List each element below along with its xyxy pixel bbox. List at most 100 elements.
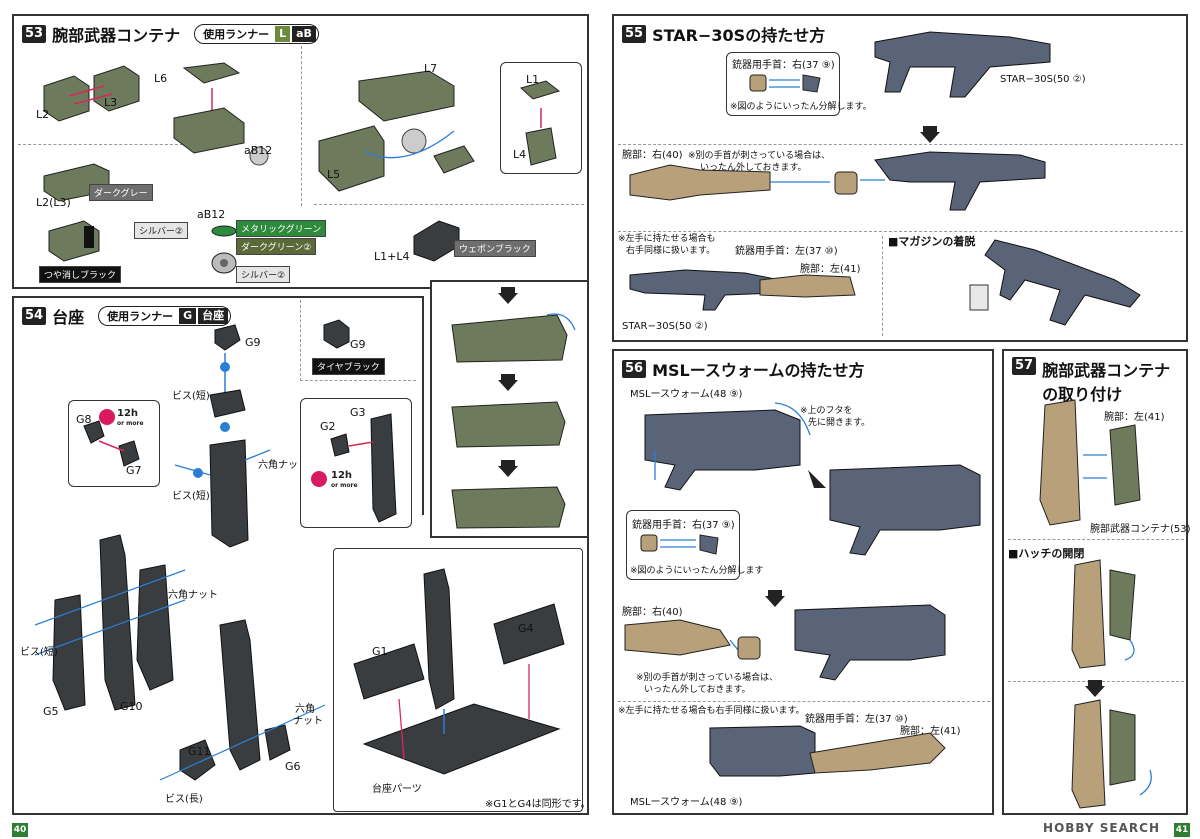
label-arm-left: 腕部：左(41) (800, 264, 861, 275)
label-g8: G8 (76, 413, 92, 426)
hatch-illustration-2 (1071, 699, 1152, 809)
label-msl-hand-right: 銃器用手首：右(37 ⑨) (632, 520, 735, 531)
note-hand-2: いったん外しておきます。 (700, 163, 807, 173)
label-g11: G11 (188, 745, 211, 758)
note-same-shape: ※G1とG4は同形です。 (485, 799, 591, 810)
runner-g: G (179, 308, 197, 324)
step-number: 55 (622, 25, 647, 43)
paint-dark-green: ダークグリーン② (236, 238, 317, 255)
msl-gun-illustration-2 (829, 464, 981, 556)
step-title-line-1: 腕部武器コンテナ (1042, 361, 1171, 380)
label-g9-b: G9 (350, 338, 366, 351)
note-lid-2: 先に開きます。 (808, 418, 871, 428)
clock-1-label: 12h (117, 408, 139, 419)
arm-left-container-illustration (1039, 399, 1141, 526)
hand-right-inset (726, 52, 840, 116)
label-msl-hand-left: 銃器用手首：左(37 ⑩) (805, 714, 908, 725)
runner-l: L (275, 26, 291, 42)
g9-paint-inset (300, 300, 416, 381)
label-screw-short-1: ビス(短) (172, 391, 210, 402)
g11-g6-illustration (159, 619, 326, 781)
hand-icon (640, 534, 719, 555)
step-53-panel: 53 腕部武器コンテナ 使用ランナー L aB (12, 14, 589, 289)
clock-2-label: 12h (331, 470, 353, 481)
note-left-2: 右手同様に扱います。 (626, 246, 716, 256)
container-illustration (451, 313, 576, 363)
runner-box: 使用ランナー G 台座 (98, 306, 232, 326)
label-ab12-b: aB12 (197, 208, 226, 221)
step-number: 53 (22, 25, 47, 43)
label-msl: MSLースウォーム(48 ⑨) (630, 389, 743, 400)
note-msl-hand-2: いったん外しておきます。 (644, 685, 751, 695)
label-star30s-2: STAR−30S(50 ②) (622, 321, 708, 332)
container-illustration (451, 401, 566, 448)
paint-silver-2: シルバー② (236, 266, 291, 283)
label-l4: L4 (513, 148, 527, 161)
step-arrow-down-icon (920, 126, 940, 143)
label-hand-right: 銃器用手首：右(37 ⑨) (732, 60, 835, 71)
label-l2: L2 (36, 108, 50, 121)
label-l6: L6 (154, 72, 168, 85)
label-star30s: STAR−30S(50 ②) (1000, 74, 1086, 85)
msl-arm-left-illustration (709, 725, 946, 777)
step-54-header: 54 台座 使用ランナー G 台座 (22, 304, 232, 328)
label-l5: L5 (327, 168, 341, 181)
paint-tire-black: タイヤブラック (312, 358, 385, 375)
part-l7-assembly-illustration (318, 70, 475, 192)
label-msl-arm-left: 腕部：左(41) (900, 726, 961, 737)
step-arrow-down-icon (498, 287, 518, 304)
step-number: 57 (1012, 357, 1037, 375)
label-screw-short-2: ビス(短) (172, 491, 210, 502)
stand-assembly-illustration (174, 324, 271, 548)
l1-l4-inset (500, 62, 582, 174)
watermark: HOBBY SEARCH (1043, 821, 1160, 835)
label-l1l4: L1+L4 (374, 250, 410, 263)
label-screw-short-3: ビス(短) (20, 647, 58, 658)
note-msl-hand-1: ※別の手首が刺さっている場合は、 (636, 673, 779, 683)
note-lid-1: ※上のフタを (800, 406, 853, 416)
label-l2l3: L2(L3) (36, 196, 71, 209)
hand-icon (749, 74, 821, 93)
label-g10: G10 (120, 700, 143, 713)
label-base-parts: 台座パーツ (372, 784, 422, 795)
container-hatch-steps (430, 280, 589, 538)
runner-label: 使用ランナー (107, 310, 174, 323)
step-53-header: 53 腕部武器コンテナ 使用ランナー L aB (22, 22, 319, 46)
label-g9: G9 (245, 336, 261, 349)
clock-icon (99, 409, 115, 425)
step-title: STAR−30Sの持たせ方 (652, 26, 826, 45)
hatch-heading: ■ハッチの開閉 (1008, 547, 1085, 560)
step-arrow-down-icon (1085, 680, 1105, 697)
paint-silver-1: シルバー② (134, 222, 189, 239)
step-arrow-down-icon (498, 460, 518, 477)
part-l2-l3-illustration (43, 65, 140, 122)
runner-box: 使用ランナー L aB (194, 24, 319, 44)
label-l7: L7 (424, 62, 438, 75)
step-arrow-down-icon (498, 374, 518, 391)
label-g4: G4 (518, 622, 534, 635)
runner-label: 使用ランナー (203, 28, 270, 41)
clock-2-sub: or more (331, 482, 358, 489)
note-msl-left: ※左手に持たせる場合も右手同様に扱います。 (618, 706, 805, 716)
note-hand-1: ※別の手首が刺さっている場合は、 (688, 151, 831, 161)
step-title-line-2: の取り付け (1042, 385, 1123, 404)
magazine-gun-illustration (969, 239, 1141, 326)
note-left-1: ※左手に持たせる場合も (618, 234, 716, 244)
step-number: 54 (22, 307, 47, 325)
label-g6: G6 (285, 760, 301, 773)
label-hex-nut-3-line2: ナット (293, 716, 323, 727)
label-hand-left: 銃器用手首：左(37 ⑩) (735, 246, 838, 257)
label-l3: L3 (104, 96, 118, 109)
msl-gun-illustration-1 (644, 402, 811, 491)
magazine-heading: ■マガジンの着脱 (888, 235, 976, 248)
part-l6-illustration (173, 62, 269, 166)
step-arrow-diag-icon (808, 470, 826, 488)
note-split: ※図のようにいったん分解します。 (730, 102, 872, 112)
arm-left-gun-illustration (629, 269, 856, 311)
label-g1: G1 (372, 645, 388, 658)
page-number-right: 41 (1174, 823, 1190, 837)
paint-metallic-green: メタリックグリーン (236, 220, 327, 237)
label-g7: G7 (126, 464, 142, 477)
